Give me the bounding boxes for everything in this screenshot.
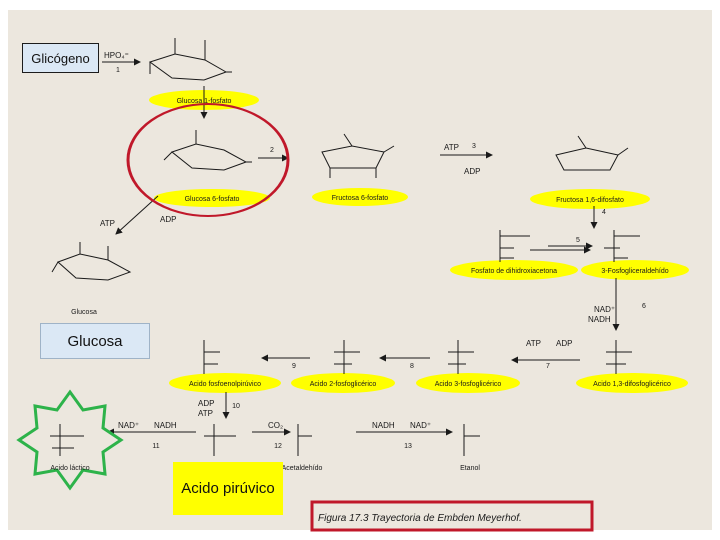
label-fructose-16bp: Fructosa 1,6-difosfato (556, 197, 624, 204)
cofactor-nad-ldh: NAD⁺ (118, 421, 139, 430)
ring-fructose-6p (322, 146, 384, 168)
label-glucose-1p: Glucosa 1-fosfato (177, 98, 232, 105)
cofactor-nadh-gapdh: NADH (588, 315, 611, 324)
step-number: 8 (410, 363, 414, 370)
cofactor-nad-adh: NAD⁺ (410, 421, 431, 430)
step-number: 9 (292, 363, 296, 370)
label-pep: Acido fosfoenolpirúvico (189, 381, 261, 388)
label-2pg: Acido 2-fosfoglicérico (310, 381, 377, 388)
arrow-hexokinase (116, 196, 158, 234)
compound-labels: Glucosa 1-fosfato Glucosa 6-fosfato Fruc… (50, 98, 671, 472)
label-dhap: Fosfato de dihidroxiacetona (471, 268, 557, 275)
cofactor-nadh-adh: NADH (372, 421, 395, 430)
label-lactic: Acido láctico (50, 465, 89, 472)
star-lactic-acid (19, 392, 121, 488)
cofactor-hpo4: HPO₄⁼ (104, 51, 129, 60)
step-number: 6 (642, 303, 646, 310)
step-number: 1 (116, 67, 120, 74)
ring-structures (52, 38, 628, 280)
step-number: 2 (270, 147, 274, 154)
cofactor-atp-pgk: ATP (526, 339, 541, 348)
step-number: 11 (152, 443, 159, 450)
figure-caption: Figura 17.3 Trayectoria de Embden Meyerh… (318, 513, 522, 524)
step-number: 10 (232, 403, 240, 410)
cofactor-adp-pk: ADP (198, 399, 214, 408)
label-g3p: 3-Fosfogliceraldehído (601, 268, 668, 275)
cofactor-co2: CO₂ (268, 421, 283, 430)
cofactor-adp-pgk: ADP (556, 339, 572, 348)
pyruvic-acid-label: Acido pirúvico (173, 462, 283, 515)
cofactor-atp-hk: ATP (100, 219, 115, 228)
highlight-ovals (149, 90, 689, 393)
cofactor-atp-pk: ATP (198, 409, 213, 418)
cofactor-nadh-ldh: NADH (154, 421, 177, 430)
ring-glucose-6p (172, 144, 246, 170)
cofactor-nad-gapdh: NAD⁺ (594, 305, 615, 314)
label-fructose-6p: Fructosa 6-fosfato (332, 195, 389, 202)
label-glucose-struct: Glucosa (71, 309, 97, 316)
step-number: 12 (274, 443, 282, 450)
cofactor-adp-hk: ADP (160, 215, 176, 224)
glycogen-label: Glicógeno (22, 43, 99, 73)
ring-glucose-1p (150, 54, 226, 80)
step-number: 3 (472, 143, 476, 150)
cofactor-atp-pfk: ATP (444, 143, 459, 152)
step-number: 5 (576, 237, 580, 244)
label-ethanol: Etanol (460, 465, 480, 472)
ring-glucose-free (58, 254, 130, 280)
step-number: 7 (546, 363, 550, 370)
label-glucose-6p: Glucosa 6-fosfato (185, 196, 240, 203)
step-number: 4 (602, 209, 606, 216)
glucose-label: Glucosa (40, 323, 150, 359)
step-numbers: 1 2 3 4 5 6 7 8 9 10 11 12 13 (116, 67, 646, 450)
ring-fructose-16bp (556, 148, 618, 170)
label-acetaldehyde: Acetaldehído (282, 465, 323, 472)
label-13bpg: Acido 1,3-difosfoglicérico (593, 381, 671, 388)
label-3pg: Acido 3-fosfoglicérico (435, 381, 502, 388)
step-number: 13 (404, 443, 412, 450)
cofactor-adp-pfk: ADP (464, 167, 480, 176)
